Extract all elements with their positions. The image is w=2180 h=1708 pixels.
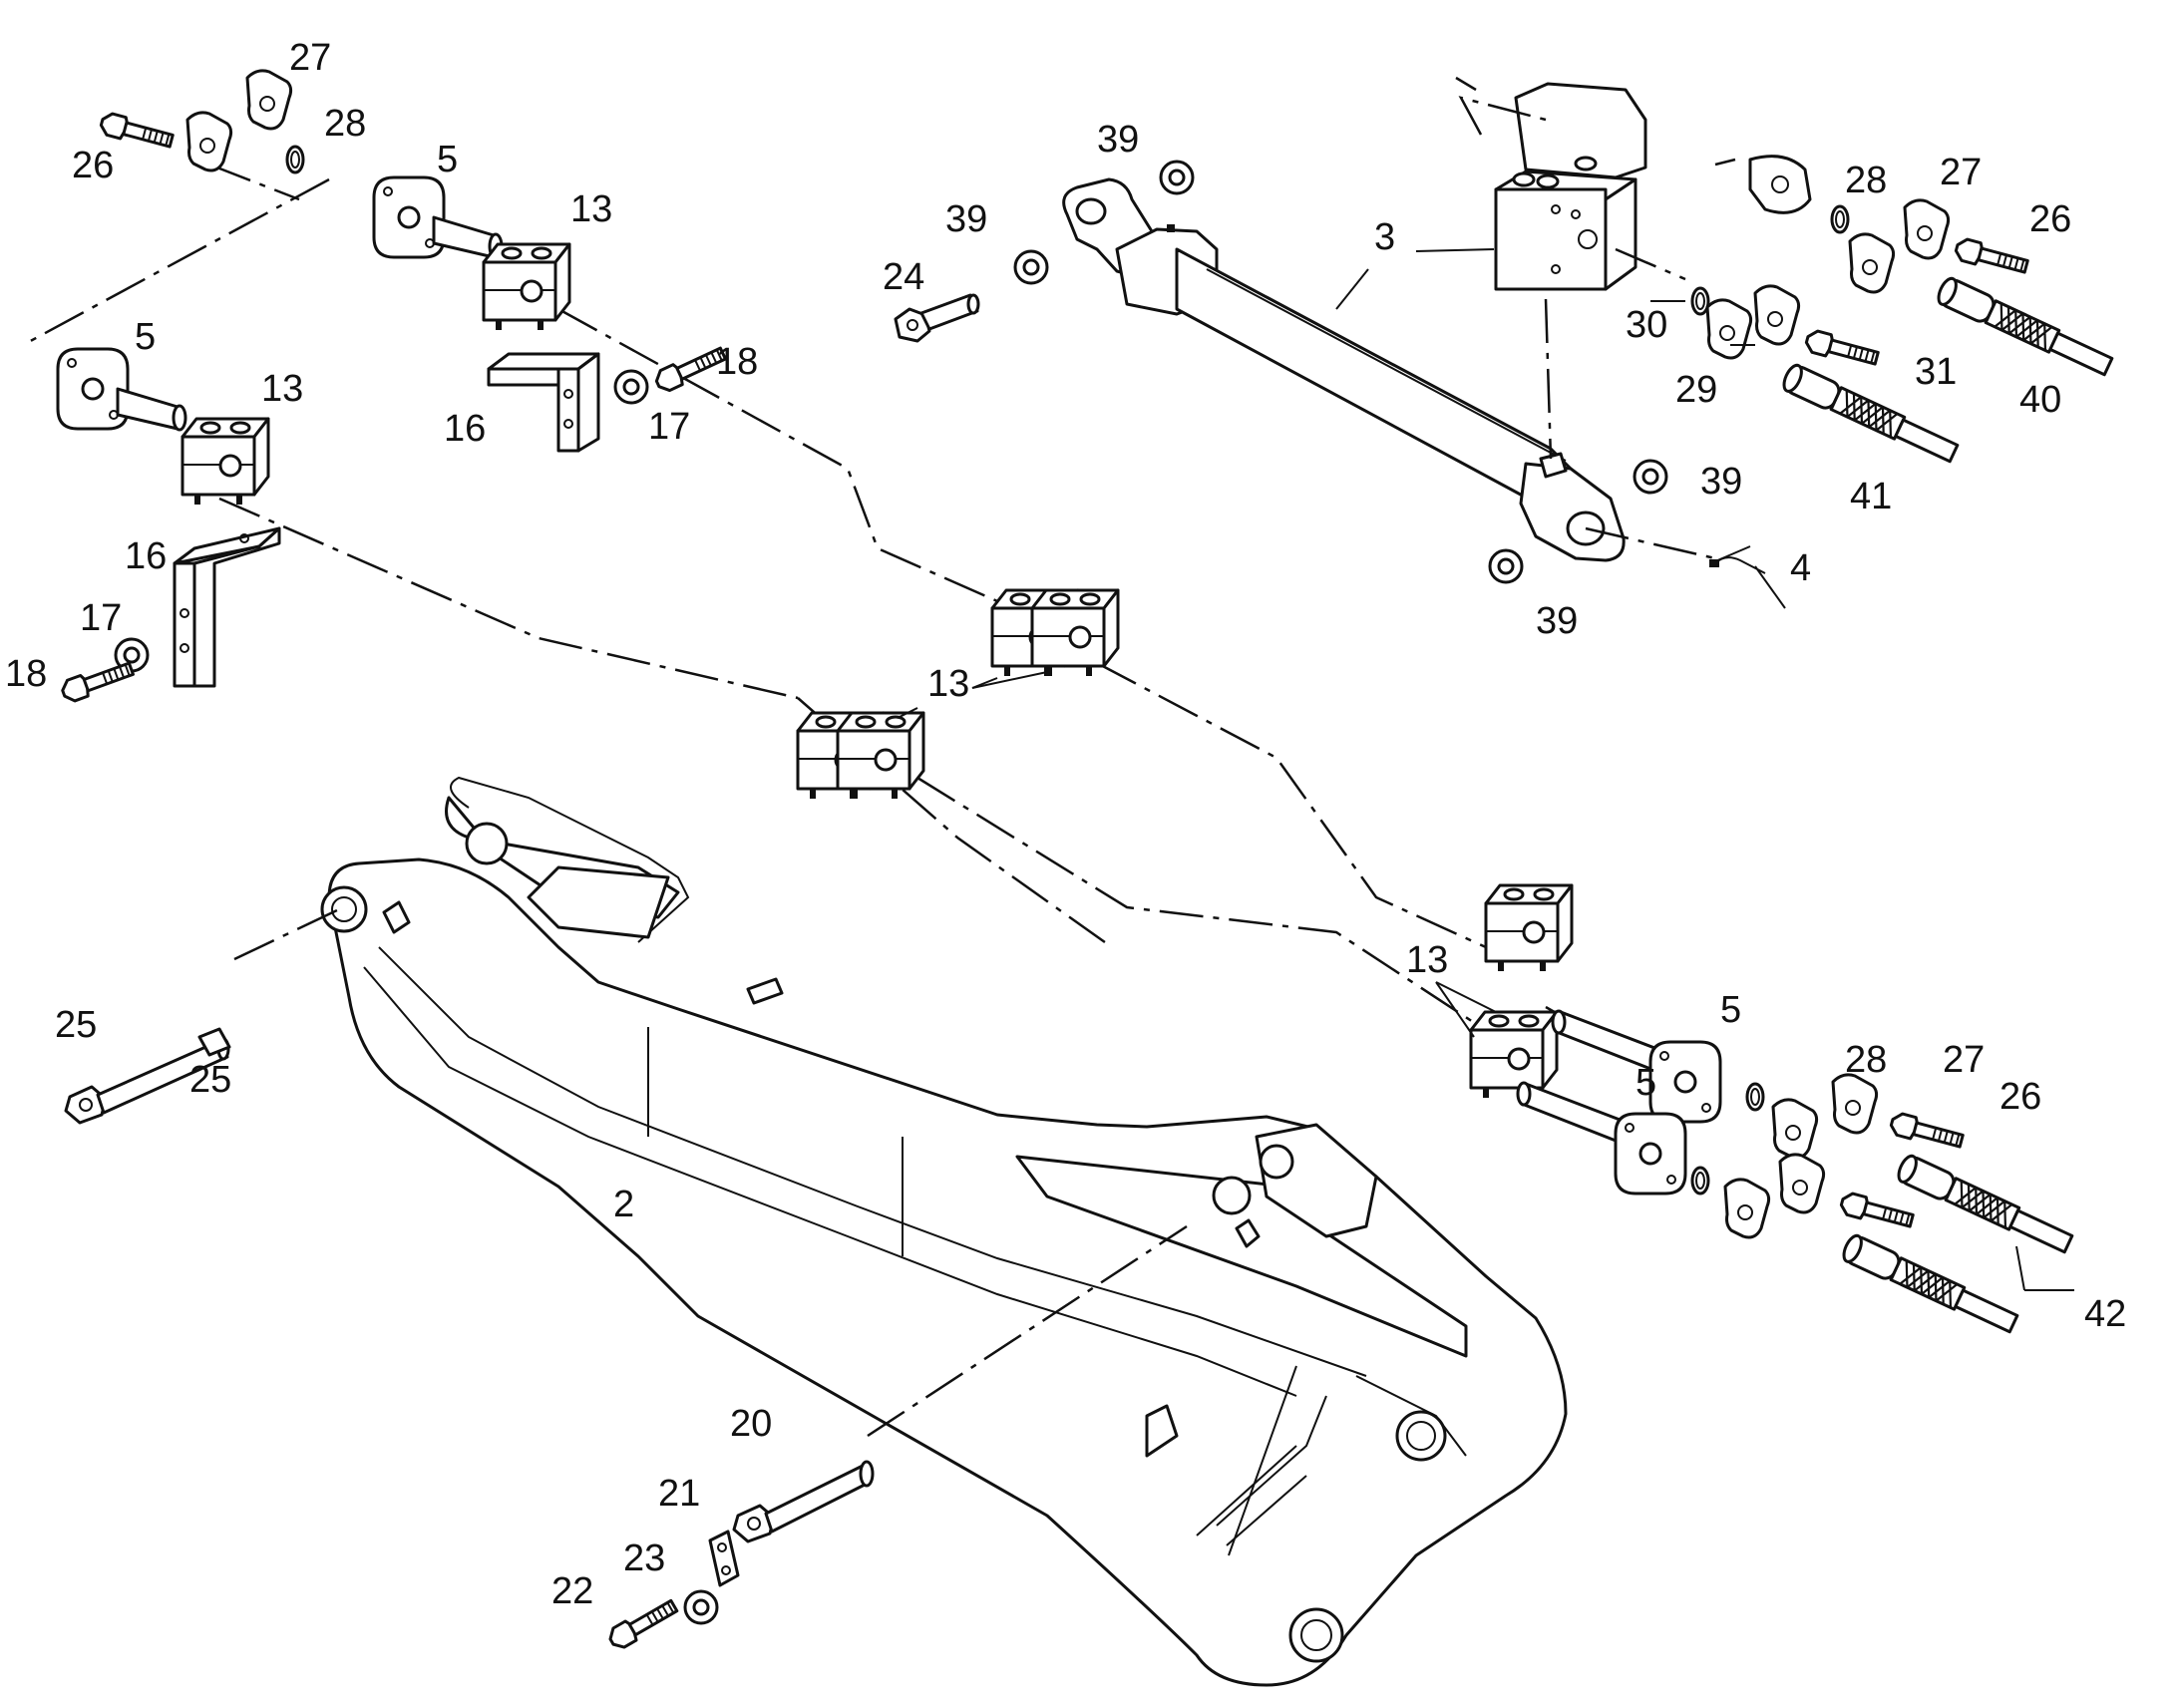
callout-13d: 13 <box>1406 939 1448 981</box>
pins-and-fasteners <box>64 1027 875 1653</box>
callout-17b: 17 <box>80 597 122 639</box>
callout-28a: 28 <box>324 103 366 145</box>
callout-5c: 5 <box>1720 989 1741 1031</box>
callout-31: 31 <box>1915 351 1957 393</box>
callout-30: 30 <box>1626 304 1667 346</box>
callout-39d: 39 <box>1536 600 1578 642</box>
callout-20: 20 <box>730 1403 772 1445</box>
valve-block <box>1494 82 1647 291</box>
callout-13a: 13 <box>570 188 612 230</box>
mid-clamp-blocks <box>796 588 1574 1100</box>
callout-24: 24 <box>883 256 924 298</box>
callout-17a: 17 <box>648 406 690 448</box>
callout-22: 22 <box>551 1570 593 1612</box>
callout-39b: 39 <box>945 198 987 240</box>
callout-5a: 5 <box>437 139 458 180</box>
callout-41: 41 <box>1850 476 1892 517</box>
callout-39c: 39 <box>1700 461 1742 503</box>
callout-5b: 5 <box>135 316 156 358</box>
callout-16b: 16 <box>125 535 167 577</box>
callout-28b: 28 <box>1845 160 1887 201</box>
callout-21: 21 <box>658 1473 700 1515</box>
callout-42: 42 <box>2084 1293 2126 1335</box>
callout-39a: 39 <box>1097 119 1139 161</box>
callout-3: 3 <box>1374 216 1395 258</box>
top-left-fittings <box>56 69 730 706</box>
callout-27c: 27 <box>1943 1039 1985 1081</box>
leader-lines <box>897 248 2074 1291</box>
callout-26c: 26 <box>1999 1076 2041 1118</box>
callout-23: 23 <box>623 1537 665 1579</box>
bottom-right-fittings <box>1516 1009 2076 1338</box>
boom-arm <box>320 776 1568 1687</box>
callout-13c: 13 <box>927 663 969 705</box>
callout-4: 4 <box>1790 547 1811 589</box>
callout-2: 2 <box>613 1184 634 1225</box>
callout-29: 29 <box>1675 369 1717 411</box>
hydraulic-cylinder <box>1062 177 1626 562</box>
callout-18a: 18 <box>716 341 758 383</box>
callout-26b: 26 <box>2029 198 2071 240</box>
callout-labels: 2 3 4 5 5 5 5 13 13 13 13 13 16 16 17 17… <box>5 37 2126 1612</box>
callout-16a: 16 <box>444 408 486 450</box>
callout-18b: 18 <box>5 653 47 695</box>
callout-25b: 25 <box>189 1059 231 1101</box>
callout-27b: 27 <box>1940 152 1982 193</box>
callout-40: 40 <box>2019 379 2061 421</box>
callout-5d: 5 <box>1635 1062 1656 1104</box>
callout-13b: 13 <box>261 368 303 410</box>
callout-27a: 27 <box>289 37 331 79</box>
top-right-fittings <box>894 155 2116 609</box>
callout-28c: 28 <box>1845 1039 1887 1081</box>
callout-25a: 25 <box>55 1004 97 1046</box>
callout-26a: 26 <box>72 145 114 186</box>
